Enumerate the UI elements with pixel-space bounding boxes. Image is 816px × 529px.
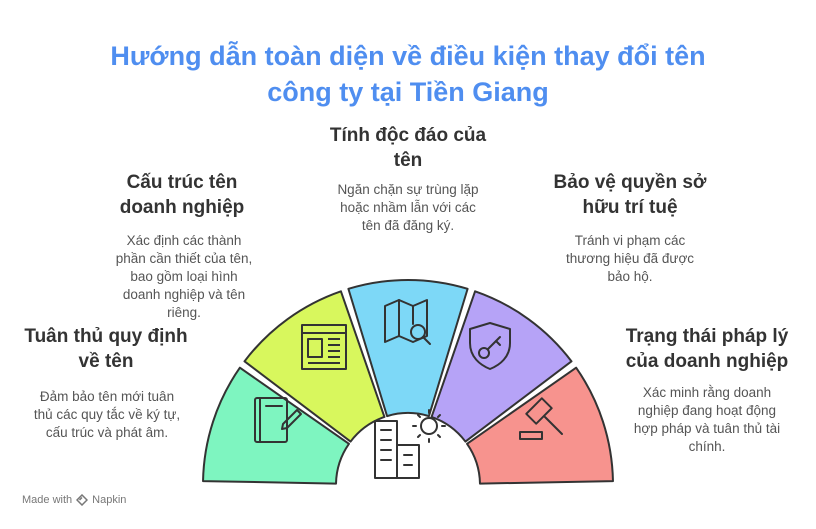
made-with-label: Made with (22, 494, 73, 506)
title-line-1: Hướng dẫn toàn diện về điều kiện thay đổ… (110, 41, 706, 71)
napkin-logo-icon (76, 494, 89, 506)
shield-key-icon (469, 322, 511, 370)
head-legal-status: Trạng thái pháp lý của doanh nghiệp (625, 326, 789, 372)
desc-name-compliance: Đảm bảo tên mới tuân thủ các quy tắc về … (33, 389, 181, 440)
segment-name-uniqueness (347, 279, 469, 418)
segment-name-structure (243, 290, 386, 443)
brand-name: Napkin (92, 494, 127, 506)
gavel-icon (519, 397, 563, 440)
desc-name-uniqueness: Ngăn chặn sự trùng lặp hoặc nhầm lẫn với… (337, 182, 479, 233)
segment-legal-status (466, 366, 614, 485)
city-sun-icon (374, 409, 446, 479)
desc-ip-protection: Tránh vi phạm các thương hiệu đã được bả… (565, 233, 695, 284)
title-line-2: công ty tại Tiền Giang (267, 77, 549, 107)
brand-footer: Made with Napkin (22, 494, 126, 506)
map-search-icon (384, 299, 431, 345)
desc-name-structure: Xác định các thành phần cần thiết của tê… (115, 233, 253, 320)
building-window-icon (301, 324, 347, 370)
head-name-uniqueness: Tính độc đáo của tên (329, 125, 487, 171)
page-title: Hướng dẫn toàn diện về điều kiện thay đổ… (108, 38, 708, 110)
head-name-structure: Cấu trúc tên doanh nghiệp (119, 172, 245, 218)
desc-legal-status: Xác minh rằng doanh nghiệp đang hoạt độn… (633, 385, 781, 454)
head-name-compliance: Tuân thủ quy định về tên (24, 326, 188, 372)
segment-ip-protection (430, 290, 573, 443)
head-ip-protection: Bảo vệ quyền sở hữu trí tuệ (553, 172, 707, 218)
segment-name-compliance (202, 366, 350, 485)
book-pen-icon (254, 397, 302, 443)
